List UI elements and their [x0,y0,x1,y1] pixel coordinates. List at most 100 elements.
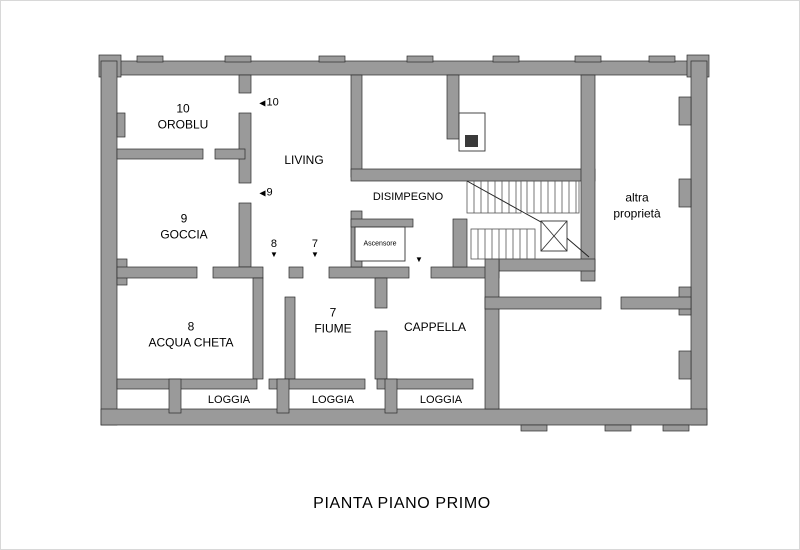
wall-segment [116,266,198,279]
door-number: 9 [266,186,273,199]
pilaster [406,55,434,63]
room-label-fiume: 7 FIUME [314,305,351,336]
room-number: 7 [329,305,337,320]
wall-segment [238,74,252,94]
wall-segment [116,378,258,390]
room-label-disimpegno: DISIMPEGNO [373,190,443,204]
pilaster [318,55,346,63]
wall-segment [238,112,252,184]
stair-flight-lower [470,228,536,260]
pilaster [678,96,692,126]
door-marker-7: 7 ▼ [311,239,319,259]
pilaster [520,424,548,432]
stair-flight-upper-right [526,180,580,214]
wall-segment [252,277,264,380]
room-label-acqua-cheta: 8 ACQUA CHETA [148,319,233,350]
wall-segment [350,218,414,228]
pilaster [136,55,164,63]
elevator-shaft [540,220,568,252]
service-shaft [458,112,486,152]
door-number: 10 [266,96,279,109]
wall-segment [328,266,410,279]
room-name-line2: proprietà [613,206,661,220]
wall-segment [384,378,398,414]
room-label-cappella: CAPPELLA [404,320,466,336]
room-name: LOGGIA [419,393,463,406]
pilaster [678,350,692,380]
wall-segment [452,218,468,268]
walls [98,54,710,432]
room-label-altra-proprieta: altra proprietà [613,190,660,221]
room-name: ACQUA CHETA [148,335,234,349]
room-name: LOGGIA [207,393,251,406]
wall-segment [446,74,460,140]
door-marker-10: ◀ 10 [259,96,279,109]
room-name: LIVING [284,153,324,168]
door-marker-cappella: ▼ [415,256,423,264]
pilaster [116,112,126,138]
pilaster [678,178,692,208]
room-label-oroblu: 10 OROBLU [158,101,209,132]
wall-segment [620,296,692,310]
staircase [466,180,590,260]
wall-segment [374,330,388,380]
wall-segment [498,258,596,272]
room-label-loggia-left: LOGGIA [208,393,250,407]
pilaster [662,424,690,432]
room-label-loggia-right: LOGGIA [420,393,462,407]
wall-segment [284,296,296,380]
room-name: OROBLU [157,117,209,131]
room-label-loggia-center: LOGGIA [312,393,354,407]
wall-segment [690,60,708,426]
door-marker-9: ◀ 9 [259,186,273,199]
arrow-down-icon: ▼ [415,255,423,264]
door-number: 8 [270,238,278,250]
room-name: CAPPELLA [403,320,467,335]
wall-segment [100,60,708,76]
wall-segment [100,60,118,426]
room-label-living: LIVING [284,153,323,169]
arrow-left-icon: ◀ [259,188,266,197]
wall-segment [350,168,596,182]
arrow-down-icon: ▼ [311,250,319,259]
plan-title: PIANTA PIANO PRIMO [313,495,491,512]
room-name-line1: altra [625,190,649,205]
wall-segment [288,266,304,279]
lift-cabin-box [354,226,406,262]
room-number: 10 [176,101,190,116]
wall-segment [376,378,474,390]
wall-segment [350,74,363,178]
door-marker-8: 8 ▼ [270,239,278,259]
wall-segment [276,378,290,414]
stair-flight-upper-left [466,180,522,214]
wall-segment [580,74,596,282]
wall-segment [238,202,252,268]
wall-segment [212,266,264,279]
wall-segment [100,408,708,426]
arrow-left-icon: ◀ [259,98,266,107]
wall-segment [374,277,388,309]
wall-segment [116,148,204,160]
pilaster [574,55,602,63]
door-number: 7 [311,238,319,250]
room-name: LOGGIA [311,393,355,406]
wall-segment [484,258,500,410]
room-number: 8 [187,319,195,334]
room-name: Ascensore [363,240,397,248]
wall-segment [484,296,602,310]
room-number: 9 [180,211,188,226]
room-name: GOCCIA [160,227,208,241]
room-label-goccia: 9 GOCCIA [160,211,207,242]
pilaster [224,55,252,63]
room-label-ascensore: Ascensore [363,241,396,248]
wall-segment [214,148,246,160]
room-name: DISIMPEGNO [372,190,444,203]
room-name: FIUME [314,321,352,335]
pilaster [492,55,520,63]
pilaster [604,424,632,432]
wall-segment [168,378,182,414]
wall-segment [268,378,366,390]
pilaster [648,55,676,63]
